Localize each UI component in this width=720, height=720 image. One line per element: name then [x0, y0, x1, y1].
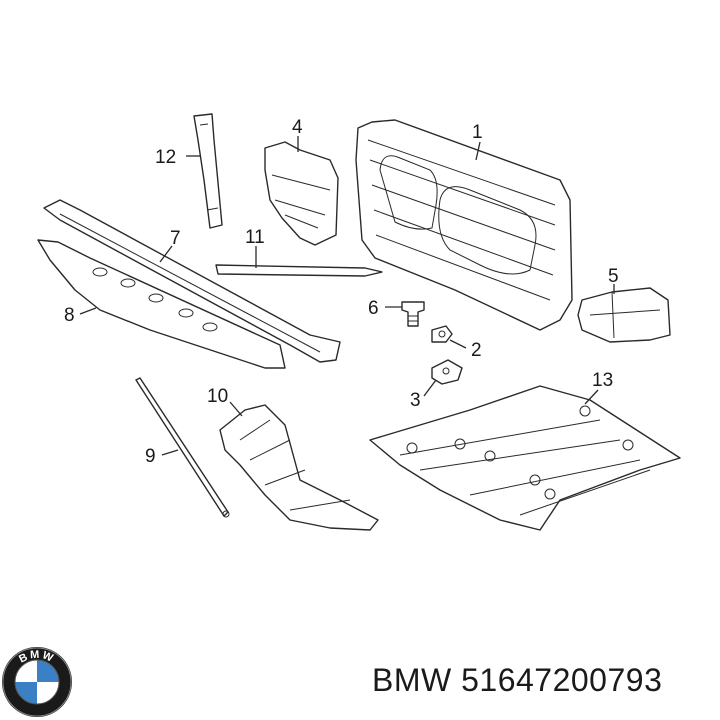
callout-13: 13: [592, 370, 613, 391]
callout-7: 7: [170, 228, 181, 249]
callout-10: 10: [207, 386, 228, 407]
part-underbody-shield: [369, 385, 681, 531]
part-cross-rail: [43, 199, 341, 363]
leader-8: [79, 307, 97, 315]
part-bracket: [577, 287, 671, 343]
part-screw: [431, 325, 453, 343]
callout-labels: 1 2 3 4 5 6 7 8 9 10 11 12 13: [64, 117, 619, 467]
callout-3: 3: [410, 390, 421, 411]
callout-2: 2: [471, 340, 482, 361]
part-number-caption: BMW 51647200793: [372, 662, 663, 698]
leader-2: [449, 339, 467, 349]
part-arch-liner: [219, 404, 379, 531]
part-support-rod: [135, 377, 230, 518]
part-grille-frame: [355, 119, 573, 331]
bmw-roundel-icon: BMW: [2, 647, 72, 717]
leader-lines: [79, 136, 615, 456]
callout-11: 11: [245, 227, 265, 248]
part-strut-vertical: [193, 113, 223, 229]
part-air-duct: [264, 141, 339, 246]
leader-1: [475, 141, 481, 161]
callout-9: 9: [145, 446, 156, 467]
part-trim-strip: [215, 264, 383, 277]
leader-9: [161, 449, 179, 456]
leader-13: [584, 389, 599, 405]
callout-6: 6: [368, 298, 379, 319]
callout-8: 8: [64, 305, 75, 326]
callout-5: 5: [608, 266, 619, 287]
leader-10: [229, 401, 243, 417]
part-bolt: [401, 301, 425, 327]
callout-12: 12: [155, 147, 176, 168]
part-clip-nut: [431, 359, 463, 385]
callout-1: 1: [472, 122, 483, 143]
callout-4: 4: [292, 117, 303, 138]
leader-3: [423, 379, 437, 397]
part-deflector-panel: [37, 239, 286, 369]
leader-7: [159, 245, 173, 263]
logo-text: BMW: [17, 649, 56, 666]
